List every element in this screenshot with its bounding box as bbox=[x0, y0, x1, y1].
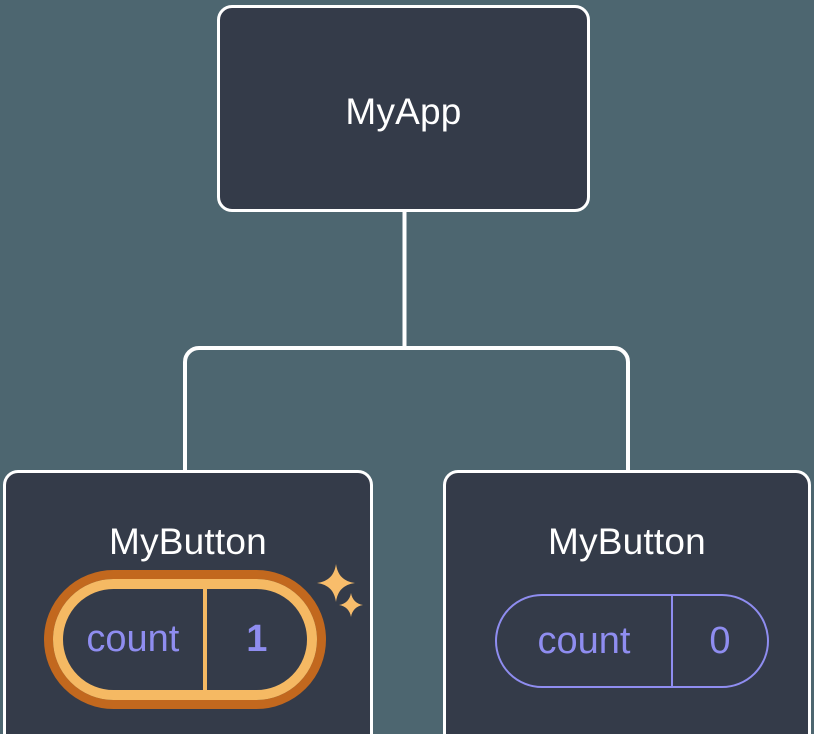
state-pill-highlighted[interactable]: count 1 bbox=[44, 570, 326, 709]
sparkle-small-icon bbox=[338, 592, 364, 622]
connector-branch-right bbox=[404, 346, 630, 470]
state-pill-value: 0 bbox=[671, 596, 767, 686]
sparkle-large-icon bbox=[316, 563, 356, 610]
node-myapp[interactable]: MyApp bbox=[217, 5, 590, 212]
connector-branch-left bbox=[183, 346, 405, 470]
node-mybutton-left-label: MyButton bbox=[109, 521, 267, 562]
state-pill-value: 1 bbox=[202, 589, 307, 690]
state-pill-key: count bbox=[86, 618, 180, 660]
state-pill-plain[interactable]: count 0 bbox=[495, 594, 769, 688]
node-mybutton-right-label: MyButton bbox=[548, 521, 706, 562]
node-myapp-label: MyApp bbox=[345, 91, 462, 132]
state-pill-outer-ring bbox=[44, 570, 326, 709]
state-pill-key: count bbox=[537, 619, 631, 662]
state-pill-inner-ring: count 1 bbox=[53, 579, 317, 700]
